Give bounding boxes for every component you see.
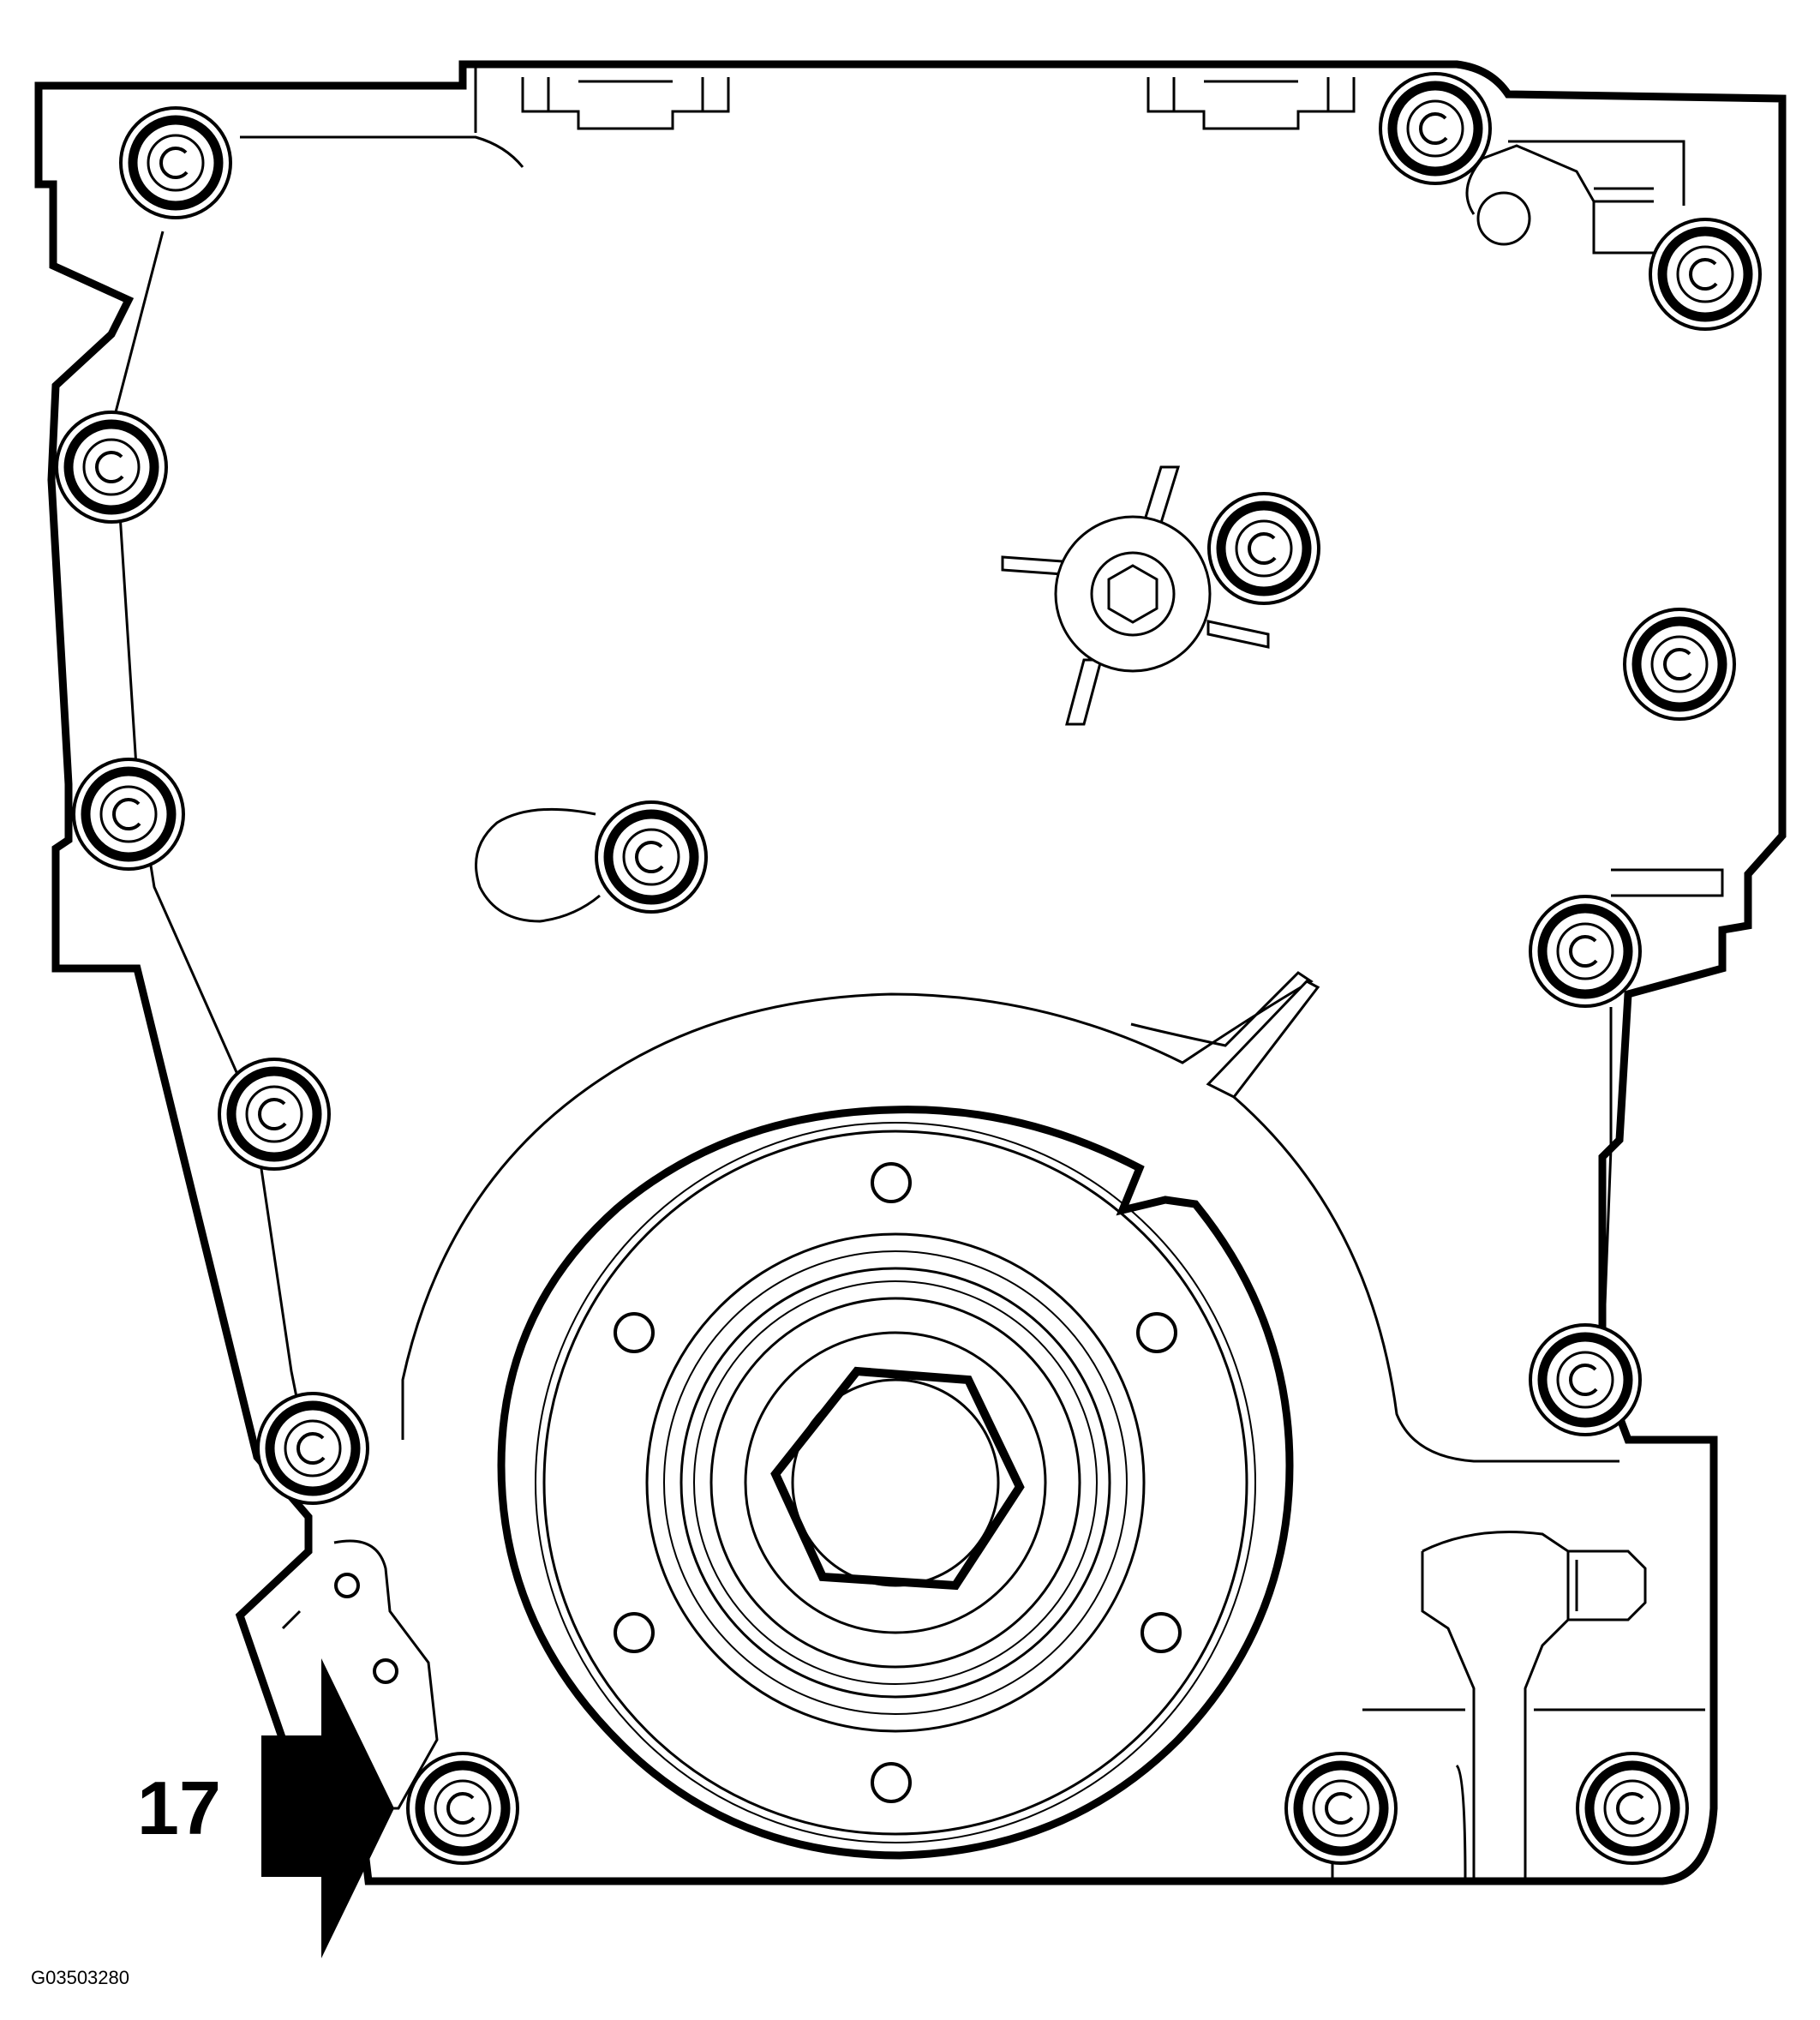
- cover-outline: [34, 60, 1787, 1885]
- bolt-icon: [408, 1753, 518, 1863]
- bolt-icon: [596, 802, 706, 912]
- upper-right-bracket: [1465, 140, 1685, 255]
- arrow-right-icon: [261, 1658, 394, 1958]
- bolt-icon: [219, 1059, 329, 1169]
- bolt-icon: [1625, 609, 1734, 719]
- gasket-line-top: [240, 135, 524, 168]
- bolt-icon: [1530, 896, 1640, 1006]
- crank-housing-arc-right: [1233, 1095, 1619, 1463]
- bolt-icon: [121, 108, 230, 218]
- crank-seal-carrier: [497, 1106, 1294, 1860]
- bolt-icon: [1209, 494, 1319, 603]
- oil-spout: [1206, 980, 1320, 1099]
- left-boss: [475, 807, 601, 923]
- bolt-icon: [1530, 1325, 1640, 1435]
- bolt-icon: [57, 412, 166, 522]
- bolt-icon: [74, 759, 183, 869]
- bolt-icon: [1286, 1753, 1396, 1863]
- right-tab: [1611, 868, 1724, 897]
- callout-label: 17: [137, 1765, 221, 1850]
- bolt-icon: [258, 1394, 368, 1503]
- top-tabs: [474, 64, 1356, 133]
- bolt-icon: [1650, 219, 1760, 329]
- lower-left-bracket: [281, 1539, 439, 1810]
- gasket-line-right: [1601, 1007, 1613, 1372]
- bolt-icon: [1578, 1753, 1687, 1863]
- bolt-icon: [1380, 74, 1490, 183]
- tensioner-pivot: [1001, 465, 1270, 726]
- figure-code: G03503280: [31, 1967, 129, 1988]
